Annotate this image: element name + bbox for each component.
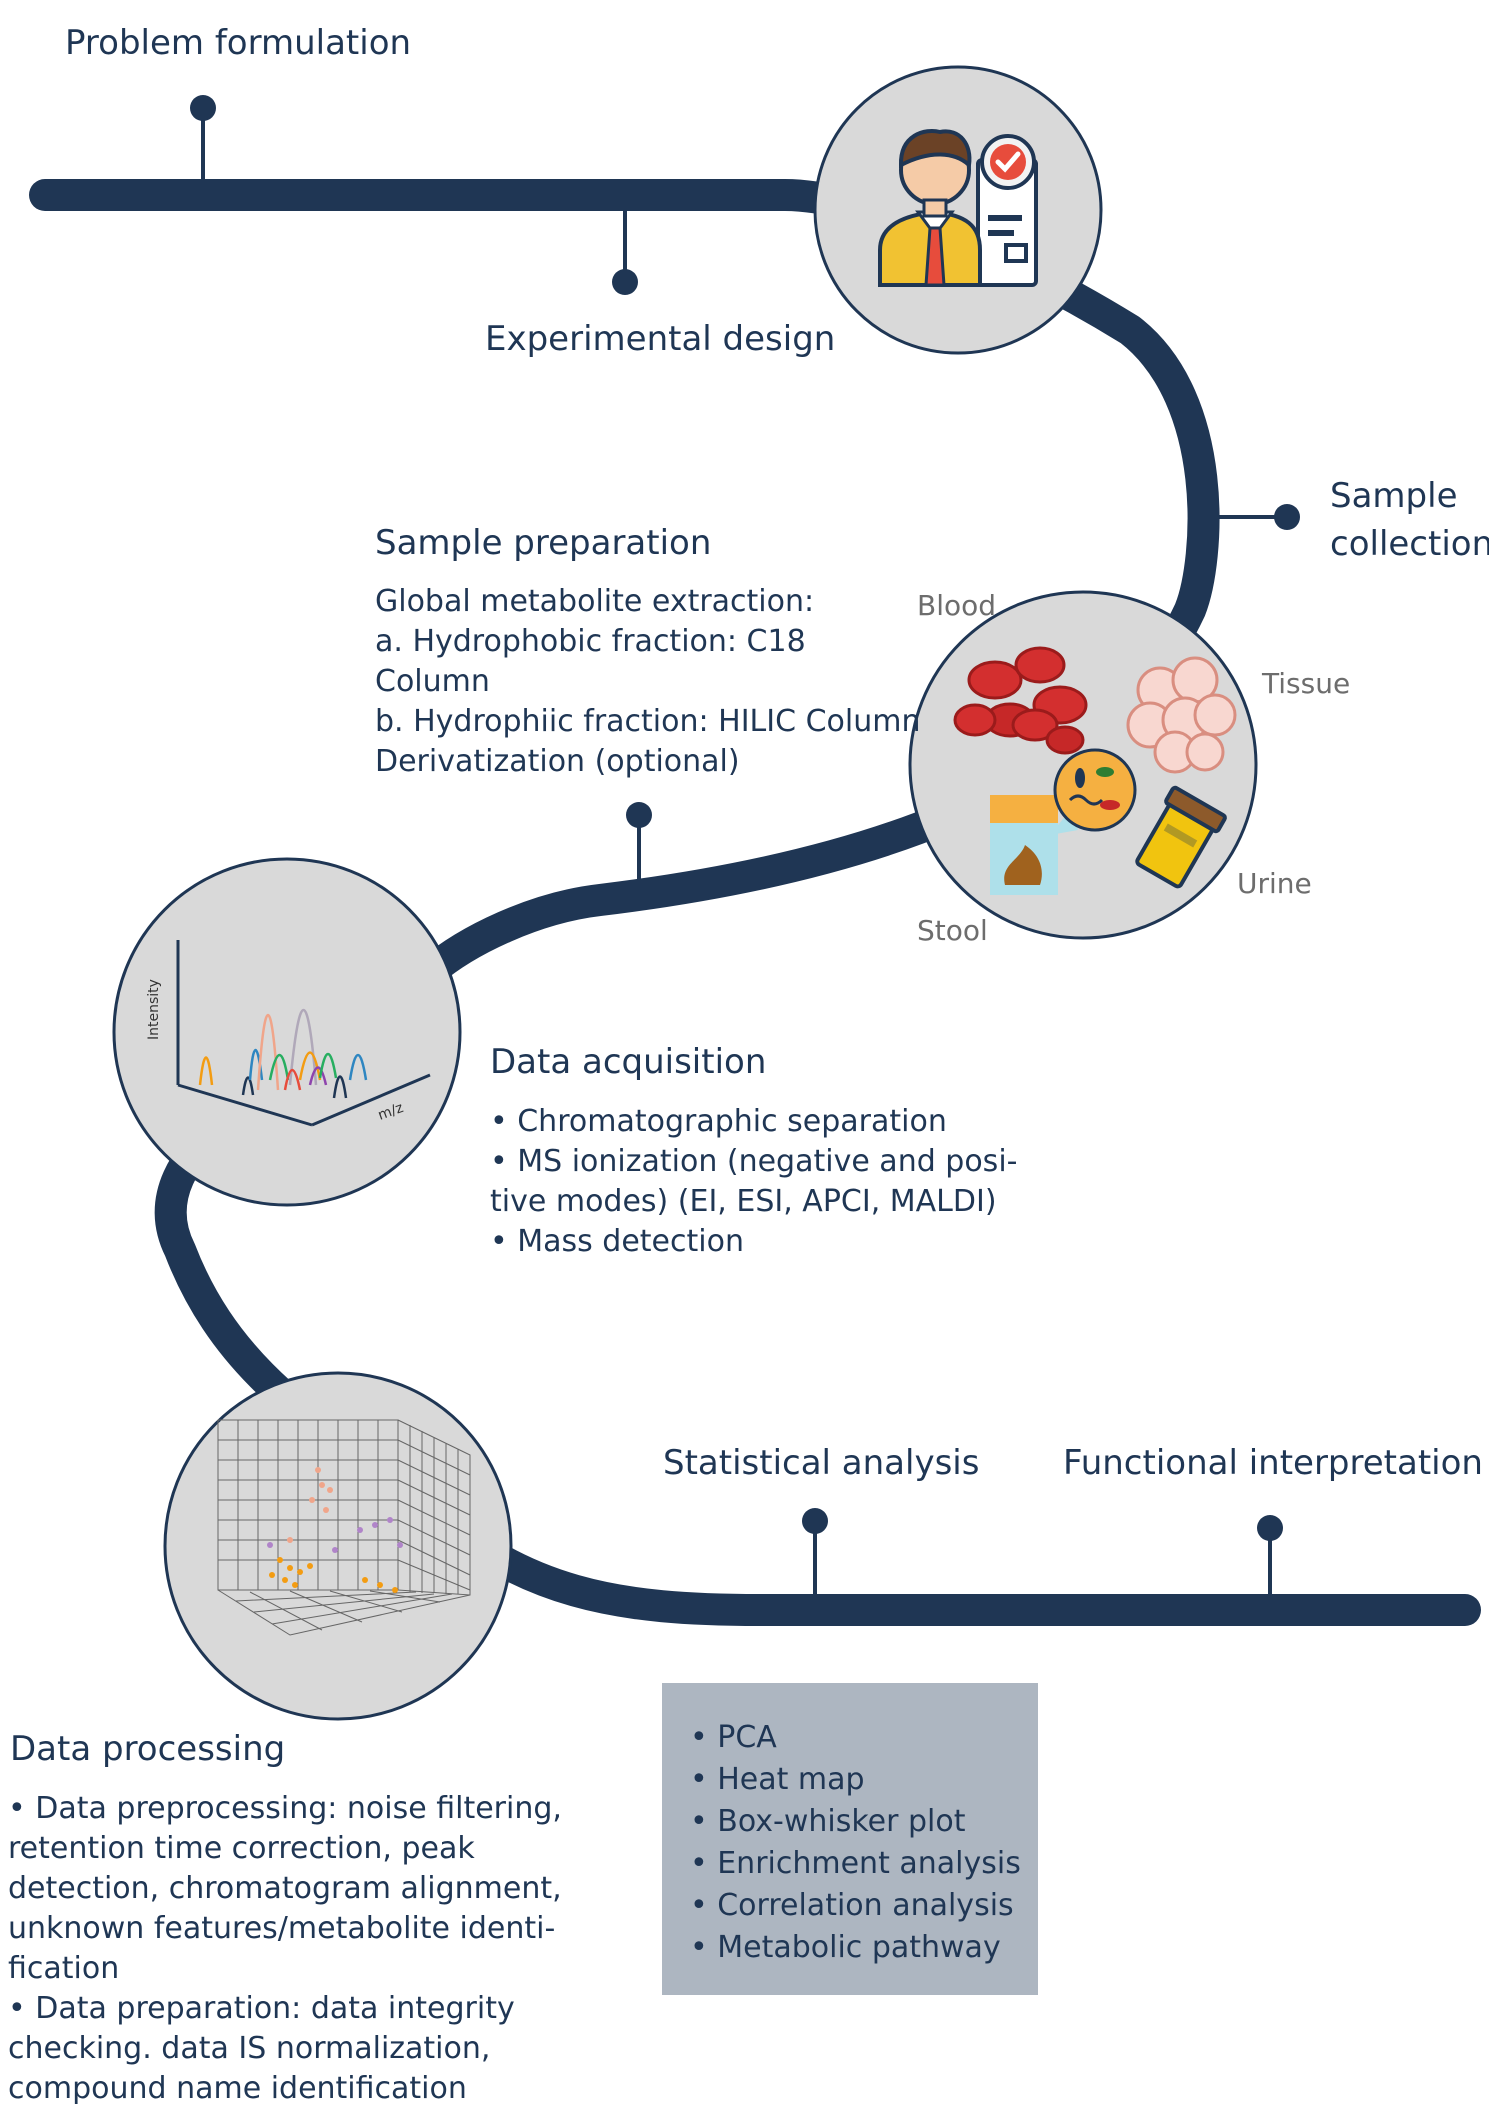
sample-types-icon <box>953 646 1237 895</box>
chromatogram-circle: Intensity m/z <box>112 857 462 1207</box>
label-sample-collection-1: Sample <box>1330 476 1457 516</box>
urine-cup-icon <box>1135 785 1227 889</box>
proc-line: checking. data IS normalization, <box>8 2031 490 2066</box>
label-statistical-analysis: Statistical analysis <box>663 1443 979 1483</box>
stool-container-icon <box>990 748 1137 895</box>
proc-line: • Data preprocessing: noise filtering, <box>8 1791 562 1826</box>
scatter-points <box>267 1467 403 1593</box>
proc-line: fication <box>8 1951 119 1986</box>
label-sample-preparation: Sample preparation <box>375 523 711 563</box>
label-functional-interpretation: Functional interpretation <box>1063 1443 1483 1483</box>
label-sample-collection-2: collection <box>1330 524 1489 564</box>
prep-line: Column <box>375 664 490 699</box>
proc-line: detection, chromatogram alignment, <box>8 1871 562 1906</box>
label-urine: Urine <box>1237 867 1312 900</box>
3d-scatter-plot-icon <box>217 1419 471 1636</box>
pin-func <box>1257 1515 1283 1598</box>
label-data-acquisition: Data acquisition <box>490 1042 766 1082</box>
label-problem-formulation: Problem formulation <box>65 23 411 63</box>
researcher-circle <box>813 65 1103 355</box>
proc-line: unknown features/metabolite identi- <box>8 1911 555 1946</box>
acq-line: • Mass detection <box>490 1224 744 1259</box>
label-blood: Blood <box>917 589 996 622</box>
pin-prep <box>626 802 652 893</box>
label-experimental-design: Experimental design <box>485 319 835 359</box>
analysis-item: • Correlation analysis <box>690 1888 1014 1923</box>
samples-circle <box>908 590 1258 940</box>
analysis-item: • Enrichment analysis <box>690 1846 1021 1881</box>
pin-design <box>612 210 638 295</box>
blood-cells-icon <box>953 646 1088 755</box>
acq-line: • MS ionization (negative and posi- <box>490 1144 1017 1179</box>
chromatogram-y-label: Intensity <box>146 979 162 1040</box>
pin-collection <box>1210 504 1300 530</box>
prep-line: a. Hydrophobic fraction: C18 <box>375 624 806 659</box>
prep-line: Derivatization (optional) <box>375 744 740 779</box>
pin-stat <box>802 1508 828 1598</box>
analysis-item: • Metabolic pathway <box>690 1930 1001 1965</box>
acq-line: tive modes) (EI, ESI, APCI, MALDI) <box>490 1184 997 1219</box>
label-stool: Stool <box>917 914 988 947</box>
analysis-methods-box: • PCA • Heat map • Box-whisker plot • En… <box>662 1683 1038 1995</box>
scatter3d-circle <box>163 1371 513 1721</box>
prep-line: b. Hydrophiic fraction: HILIC Column <box>375 704 920 739</box>
proc-line: retention time correction, peak <box>8 1831 475 1866</box>
pin-problem <box>190 95 216 180</box>
analysis-item: • Box-whisker plot <box>690 1804 966 1839</box>
proc-line: • Data preparation: data integrity <box>8 1991 515 2026</box>
acq-line: • Chromatographic separation <box>490 1104 947 1139</box>
tissue-cells-icon <box>1126 656 1237 774</box>
proc-line: compound name identification <box>8 2071 467 2104</box>
researcher-checklist-icon <box>878 129 1038 287</box>
label-data-processing: Data processing <box>10 1729 285 1769</box>
analysis-item: • Heat map <box>690 1762 865 1797</box>
prep-line: Global metabolite extraction: <box>375 584 814 619</box>
label-tissue: Tissue <box>1261 667 1350 700</box>
analysis-item: • PCA <box>690 1720 777 1755</box>
chromatogram-icon: Intensity m/z <box>146 940 431 1127</box>
